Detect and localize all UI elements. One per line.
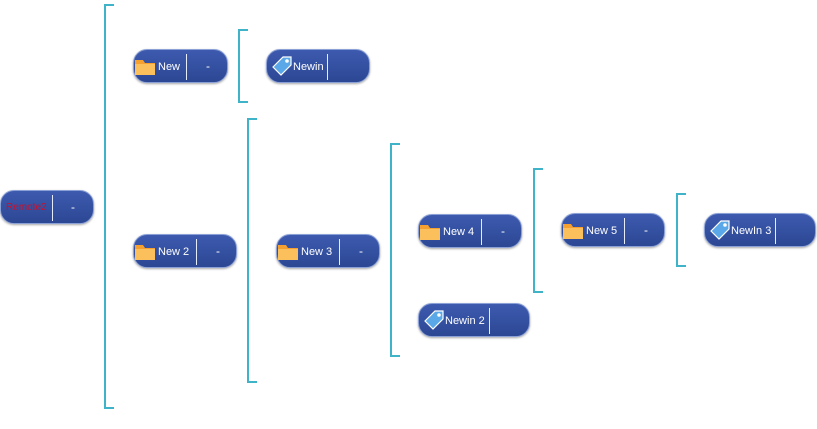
- node-divider: [327, 54, 328, 80]
- folder-icon: [135, 60, 155, 75]
- node-label: New 2: [158, 246, 190, 258]
- tree-node-new5[interactable]: New 5 -: [561, 213, 665, 247]
- node-divider: [481, 219, 482, 245]
- node-divider: [52, 195, 53, 221]
- node-label: NewIn 3: [731, 225, 772, 237]
- collapse-toggle[interactable]: -: [359, 244, 363, 258]
- connector-new4-children: [533, 168, 543, 293]
- tree-node-newin3[interactable]: NewIn 3: [704, 213, 816, 247]
- tag-icon: [424, 310, 444, 330]
- tag-icon: [272, 56, 292, 76]
- tree-node-new[interactable]: New -: [133, 49, 228, 83]
- folder-icon: [420, 225, 440, 240]
- connector-root-children: [104, 4, 114, 409]
- collapse-toggle[interactable]: -: [501, 224, 505, 238]
- tree-node-new2[interactable]: New 2 -: [133, 234, 237, 268]
- node-label: Newin: [293, 61, 324, 73]
- tag-icon: [710, 220, 730, 240]
- tree-node-new3[interactable]: New 3 -: [276, 234, 380, 268]
- node-divider: [624, 218, 625, 244]
- collapse-toggle[interactable]: -: [206, 59, 210, 73]
- connector-new2-children: [247, 118, 257, 383]
- connector-new3-children: [390, 143, 400, 357]
- collapse-toggle[interactable]: -: [644, 223, 648, 237]
- node-divider: [186, 54, 187, 80]
- node-label: Newin 2: [445, 315, 485, 327]
- node-label: New 3: [301, 246, 333, 258]
- node-label: New 5: [586, 225, 618, 237]
- connector-new5-children: [676, 193, 686, 267]
- node-label: Remote2: [6, 202, 47, 213]
- tree-node-newin[interactable]: Newin: [266, 49, 370, 83]
- node-divider: [339, 239, 340, 265]
- folder-icon: [563, 224, 583, 239]
- folder-icon: [135, 245, 155, 260]
- collapse-toggle[interactable]: -: [216, 244, 220, 258]
- node-divider: [196, 239, 197, 265]
- tree-node-remote2[interactable]: Remote2 -: [0, 190, 94, 224]
- connector-new-children: [238, 29, 248, 103]
- tree-node-newin2[interactable]: Newin 2: [418, 303, 530, 337]
- node-label: New 4: [443, 226, 475, 238]
- collapse-toggle[interactable]: -: [71, 200, 75, 214]
- tree-node-new4[interactable]: New 4 -: [418, 214, 522, 248]
- node-divider: [775, 218, 776, 244]
- node-label: New: [158, 61, 181, 73]
- folder-icon: [278, 245, 298, 260]
- node-divider: [489, 308, 490, 334]
